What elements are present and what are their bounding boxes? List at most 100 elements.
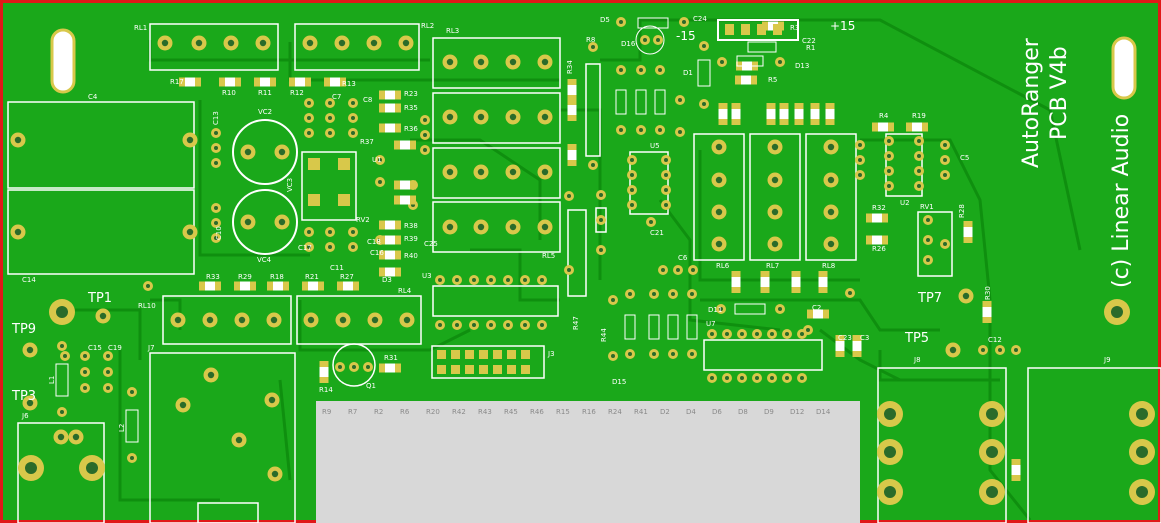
- label-vc3: VC3: [286, 178, 294, 192]
- ic-u7: [703, 329, 823, 383]
- label-r34: R34: [566, 60, 574, 74]
- label-rv1: RV1: [920, 203, 934, 211]
- label-c8: C8: [363, 96, 372, 104]
- connector-j8: [877, 367, 1007, 523]
- supply-minus-label: -15: [676, 29, 696, 43]
- ic-u3: [432, 275, 559, 330]
- trimmer-rv1: [855, 140, 953, 277]
- relay-rl1-outline: [149, 23, 279, 71]
- label-j8: J8: [913, 356, 921, 364]
- label-r21: R18: [270, 273, 284, 281]
- label-d14: D14: [816, 408, 831, 416]
- label-c6: C6: [678, 254, 688, 262]
- label-r15: R15: [556, 408, 570, 416]
- testpoint-tp9: TP9: [11, 322, 36, 337]
- label-vc4: VC4: [257, 256, 272, 264]
- label-d9: D11: [708, 306, 722, 314]
- label-r29: R26: [872, 245, 886, 253]
- label-r11: R11: [258, 89, 272, 97]
- label-c3: C3: [860, 334, 869, 342]
- label-r30: R30: [984, 286, 992, 300]
- label-d3: D3: [382, 276, 392, 284]
- label-u3: U3: [422, 272, 432, 280]
- label-c5: C5: [960, 154, 969, 162]
- label-rl1: RL1: [134, 24, 147, 32]
- label-d4: D4: [686, 408, 696, 416]
- transistor-q1: [332, 343, 376, 387]
- board-cutout: [316, 401, 860, 523]
- label-r7: R7: [348, 408, 357, 416]
- connector-j7: [149, 352, 296, 523]
- label-rl2: RL2: [421, 22, 434, 30]
- label-r47: R14: [319, 386, 333, 394]
- label-l1: L1: [48, 376, 56, 384]
- label-r40: R40: [404, 252, 418, 260]
- label-c10: C10: [215, 226, 223, 240]
- label-r27: R21: [305, 273, 319, 281]
- label-j3: J3: [547, 350, 555, 358]
- label-r3: R3: [790, 24, 799, 32]
- label-c16: C16: [370, 249, 384, 257]
- supply-connector: [635, 19, 799, 55]
- label-r5: R5: [768, 76, 777, 84]
- label-c24: C24: [693, 15, 707, 23]
- label-r38: R38: [404, 222, 418, 230]
- label-rl3: RL3: [446, 27, 459, 35]
- label-rl10: RL10: [138, 302, 156, 310]
- diodes-column: [608, 17, 785, 361]
- vc3-block: [301, 151, 357, 221]
- label-l2: L2: [118, 424, 126, 432]
- label-r31: R27: [340, 273, 354, 281]
- label-r35: R35: [404, 104, 418, 112]
- label-j6: J6: [21, 412, 29, 420]
- label-r26: R32: [872, 204, 886, 212]
- label-r20: R44: [600, 328, 608, 342]
- relay-stack-rl3: [432, 37, 561, 253]
- board-copyright: (c) Linear Audio: [1109, 114, 1134, 288]
- mounting-slot-left: [50, 28, 76, 94]
- label-d9: D9: [764, 408, 774, 416]
- relay-rl10-outline: [162, 295, 292, 345]
- vc4-outline: [232, 189, 298, 255]
- label-r17: R17: [170, 78, 184, 86]
- label-r1: R1: [806, 44, 815, 52]
- label-c19: C19: [108, 344, 122, 352]
- th-resistors: [564, 42, 607, 297]
- connector-j3: [431, 345, 545, 379]
- label-rl4: RL4: [398, 287, 412, 295]
- label-r12: R12: [290, 89, 304, 97]
- label-r20: R20: [426, 408, 440, 416]
- label-q1: Q1: [366, 382, 376, 390]
- label-r6: R6: [400, 408, 410, 416]
- label-r19: R4: [879, 112, 889, 120]
- label-j9: J9: [1103, 356, 1111, 364]
- relay-rl6-rl8: [693, 133, 857, 261]
- label-r2: R2: [374, 408, 383, 416]
- label-c12: C12: [988, 336, 1002, 344]
- label-r10: R10: [222, 89, 236, 97]
- label-rl6: RL6: [716, 262, 730, 270]
- label-rl7: RL7: [766, 262, 779, 270]
- label-d5: D5: [600, 16, 610, 24]
- label-d1: D1: [683, 69, 693, 77]
- testpoint-tp5: TP5: [904, 331, 929, 346]
- mounting-slot-right: [1111, 36, 1137, 100]
- label-c14: C14: [22, 276, 36, 284]
- label-c15: C15: [88, 344, 102, 352]
- label-r14: R31: [384, 354, 398, 362]
- board-subtitle: PCB V4b: [1047, 46, 1072, 140]
- label-r9: R9: [322, 408, 331, 416]
- label-c4: C4: [88, 93, 98, 101]
- label-r45: R45: [504, 408, 518, 416]
- connector-j9: [1027, 367, 1161, 523]
- label-c23: C23: [838, 334, 852, 342]
- label-c7: C7: [332, 93, 341, 101]
- connector-j6: [17, 422, 105, 523]
- testpoint-tp1: TP1: [87, 291, 112, 306]
- label-r41: R41: [634, 408, 648, 416]
- label-d13: D13: [795, 62, 809, 70]
- label-d12: D12: [790, 408, 804, 416]
- label-r46: R46: [530, 408, 544, 416]
- label-u5: U5: [650, 142, 660, 150]
